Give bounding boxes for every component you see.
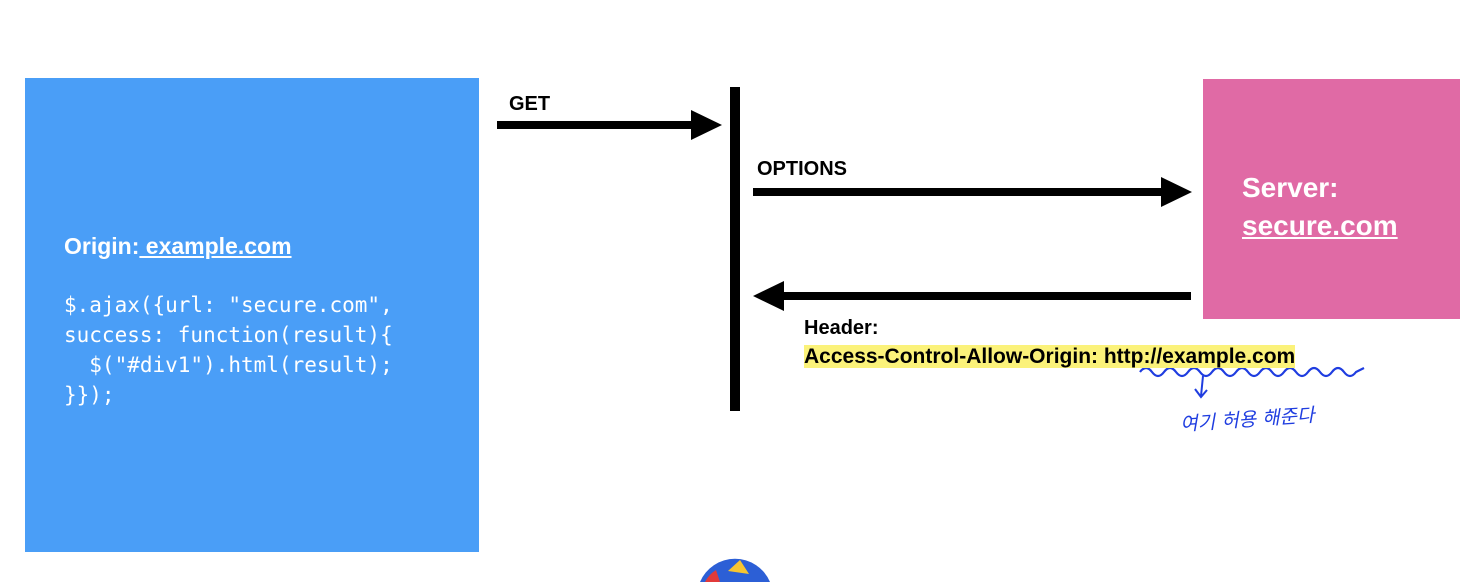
header-label: Header: <box>804 317 879 339</box>
options-label: OPTIONS <box>757 158 848 180</box>
acao-header-line: Access-Control-Allow-Origin: http://exam… <box>804 345 1296 369</box>
annotation-arrow <box>1194 375 1208 399</box>
server-host: secure.com <box>1242 210 1398 241</box>
server-box: Server: secure.com <box>1203 79 1460 319</box>
response-arrow <box>753 281 1191 311</box>
acao-header-name: Access-Control-Allow-Origin: <box>804 345 1099 368</box>
options-arrow <box>753 177 1192 207</box>
ajax-code-snippet: $.ajax({url: "secure.com", success: func… <box>64 293 393 407</box>
origin-title: Origin: example.com <box>64 233 292 260</box>
get-label: GET <box>509 93 551 115</box>
origin-host: example.com <box>139 233 292 259</box>
squiggle-underline <box>1139 366 1365 378</box>
browser-barrier-line <box>730 87 740 411</box>
origin-label: Origin: <box>64 233 140 259</box>
server-title: Server: secure.com <box>1242 169 1398 245</box>
get-arrow <box>497 110 722 140</box>
origin-box: Origin: example.com $.ajax({url: "secure… <box>25 78 479 552</box>
acao-header-value: http://example.com <box>1098 345 1296 368</box>
partial-logo-icon <box>700 558 770 582</box>
server-label: Server: <box>1242 172 1339 203</box>
